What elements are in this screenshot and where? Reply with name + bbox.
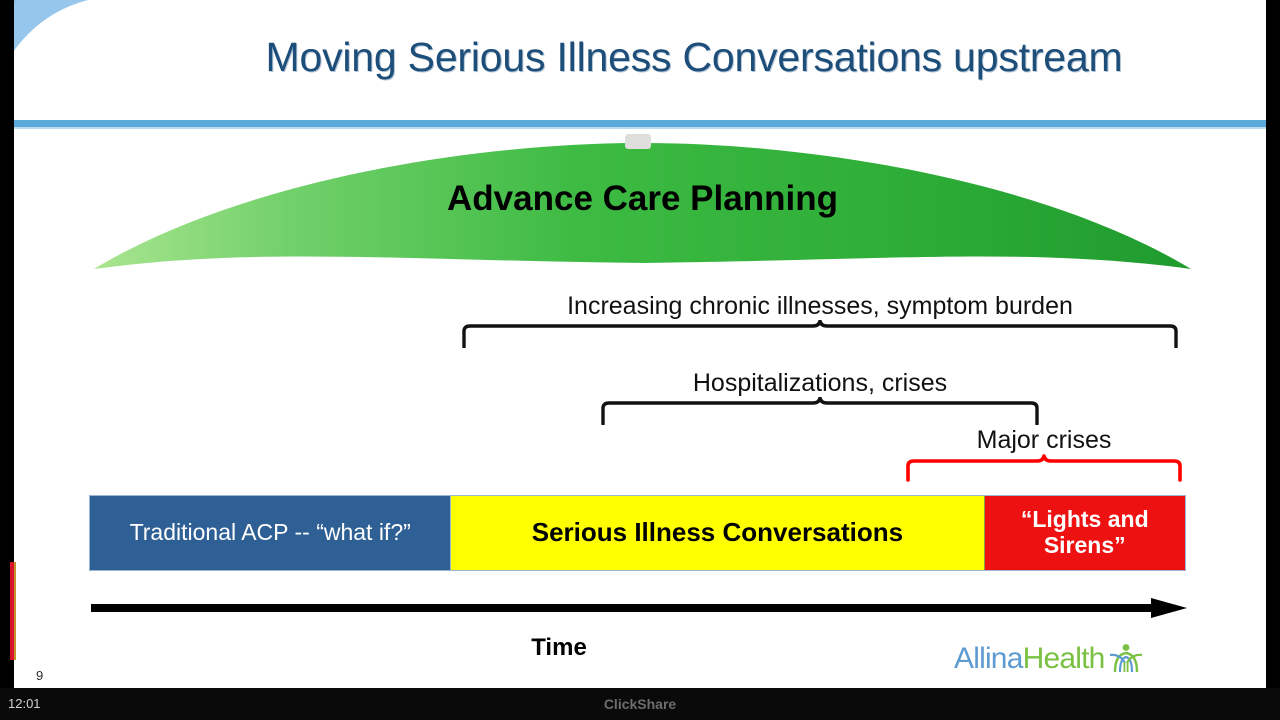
allina-leaf-figure-icon	[1109, 644, 1142, 673]
logo-word-allina: Allina	[954, 642, 1023, 675]
stage-segment-label: Traditional ACP -- “what if?”	[129, 519, 411, 546]
stage-segment-traditional-acp[interactable]: Traditional ACP -- “what if?”	[90, 496, 452, 570]
slide-title-band: Moving Serious Illness Conversations ups…	[14, 0, 1266, 120]
slide-number: 9	[36, 668, 44, 683]
title-divider-rule	[14, 120, 1266, 127]
slide-body: Advance Care Planning Increasing chronic…	[14, 129, 1266, 688]
page-title: Moving Serious Illness Conversations ups…	[265, 34, 1123, 80]
title-divider-rule-soft	[14, 127, 1266, 129]
stage-segment-label: Serious Illness Conversations	[531, 517, 904, 548]
stage-segment-label: “Lights and Sirens”	[1020, 506, 1149, 558]
presentation-slide: Moving Serious Illness Conversations ups…	[14, 0, 1266, 688]
bracket-major-crises: Major crises	[905, 426, 1183, 482]
os-status-bar: 12:01 ClickShare	[0, 688, 1280, 720]
allina-health-wordmark: AllinaHealth	[954, 642, 1105, 676]
stage-segment-lights-and-sirens[interactable]: “Lights and Sirens”	[983, 496, 1185, 570]
shape-selection-handle[interactable]	[625, 134, 651, 149]
allina-health-logo: AllinaHealth	[954, 637, 1206, 681]
time-axis-label: Time	[89, 634, 1189, 662]
clickshare-watermark: ClickShare	[603, 696, 677, 712]
left-edge-red-marker	[10, 562, 16, 660]
time-axis-arrow-icon	[89, 597, 1189, 621]
advance-care-planning-label: Advance Care Planning	[447, 179, 838, 218]
bracket-label: Major crises	[976, 426, 1112, 454]
bracket-label: Hospitalizations, crises	[692, 369, 948, 397]
decorative-corner-arcs-icon	[14, 0, 260, 120]
time-axis-label-text: Time	[531, 634, 587, 661]
bracket-hospitalizations: Hospitalizations, crises	[600, 369, 1040, 425]
logo-word-health: Health	[1022, 642, 1106, 675]
advance-care-planning-arc	[90, 141, 1195, 276]
bracket-increasing-illness: Increasing chronic illnesses, symptom bu…	[461, 292, 1179, 348]
bracket-label: Increasing chronic illnesses, symptom bu…	[567, 292, 1073, 320]
stage-progression-bar: Traditional ACP -- “what if?” Serious Il…	[89, 495, 1186, 571]
clock: 12:01	[8, 696, 41, 711]
stage-segment-serious-illness-conversations[interactable]: Serious Illness Conversations	[451, 496, 984, 570]
